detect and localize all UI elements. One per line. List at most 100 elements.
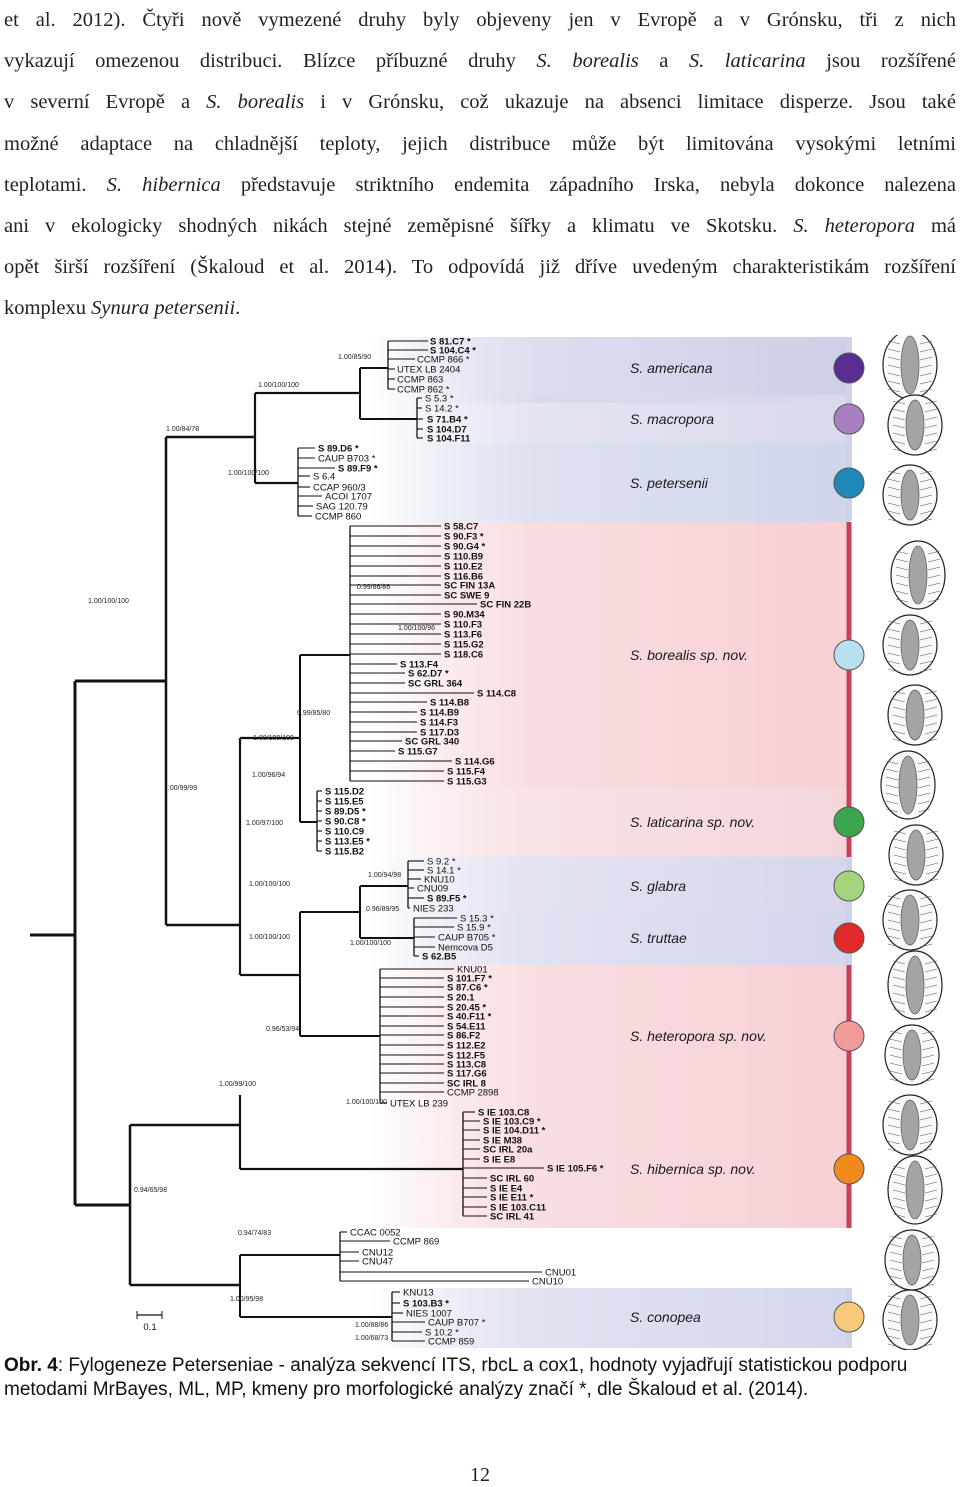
- text-line: v severní Evropě a S. borealis i v Gróns…: [4, 91, 956, 114]
- tip-label: Nemcova D5: [438, 943, 493, 954]
- tip-label: S 5.3 *: [425, 394, 454, 405]
- tip-label: S 110.E2: [444, 562, 483, 573]
- support-value: 1.00/100/100: [350, 940, 391, 947]
- tip-label: NIES 233: [413, 904, 454, 915]
- tip-label: S 90.C8 *: [325, 817, 366, 828]
- text-line: komplexu Synura petersenii.: [4, 297, 241, 320]
- clade-bands: [370, 337, 850, 1348]
- tip-label: SC FIN 13A: [444, 581, 495, 592]
- support-value: 1.00/96/94: [252, 772, 285, 779]
- tip-label: CCMP 2898: [447, 1088, 499, 1099]
- text-line: et al. 2012). Čtyři nově vymezené druhy …: [4, 9, 956, 31]
- tip-label: S 114.B8: [430, 698, 469, 709]
- tip-label: S 112.F5: [447, 1051, 486, 1062]
- tip-label: S 90.G4 *: [444, 542, 485, 553]
- tip-label: S 113.C8: [447, 1060, 486, 1071]
- tip-label: S 113.F6: [444, 630, 482, 641]
- tip-label: CNU12: [362, 1248, 393, 1259]
- figure-caption: Obr. 4: Fylogeneze Peterseniae - analýza…: [4, 1354, 956, 1401]
- support-values: 1.00/85/901.00/100/1001.00/84/781.00/100…: [88, 354, 435, 1342]
- tip-label: CCAC 0052: [350, 1228, 401, 1239]
- tip-label: NIES 1007: [406, 1309, 452, 1320]
- tip-label: S 104.D7: [427, 425, 467, 436]
- clade-dot: [833, 1301, 865, 1333]
- tip-label: S 62.D7 *: [408, 669, 449, 680]
- tip-label: S 15.9 *: [457, 923, 491, 934]
- tip-label: S 116.B6: [444, 572, 483, 583]
- tip-label: CCMP 869: [393, 1237, 439, 1248]
- text-line: možné adaptace na chladnější teploty, je…: [4, 132, 956, 155]
- clade-label: S. laticarina sp. nov.: [630, 814, 755, 830]
- cell-drawing: [882, 464, 938, 526]
- clade-label: S. heteropora sp. nov.: [630, 1028, 767, 1044]
- clade-dot: [833, 806, 865, 838]
- support-value: 0.96/89/95: [366, 906, 399, 913]
- support-value: 1.00/88/86: [355, 1322, 388, 1329]
- tip-label: S IE 104.D11 *: [483, 1126, 546, 1137]
- tip-label: S 117.G6: [447, 1069, 487, 1080]
- tip-label: SAG 120.79: [316, 502, 368, 513]
- text-line: teplotami. S. hibernica představuje stri…: [4, 173, 956, 196]
- tip-labels: S 81.C7 *S 104.C4 *CCMP 866 *UTEX LB 240…: [313, 337, 604, 1348]
- support-value: 0.99/86/86: [357, 584, 390, 591]
- cell-drawing: [882, 335, 938, 400]
- support-value: 1.00/100/100: [228, 470, 269, 477]
- tip-label: S 86.F2: [447, 1031, 480, 1042]
- clade-band: [370, 395, 850, 443]
- clade-band: [370, 337, 850, 403]
- tip-label: CCMP 862 *: [397, 385, 450, 396]
- tip-label: CCMP 860: [315, 512, 361, 523]
- support-value: 0.94/65/98: [134, 1187, 167, 1194]
- clade-dot: [833, 467, 865, 499]
- cell-drawing: [882, 1094, 938, 1156]
- clade-label: S. americana: [630, 360, 713, 376]
- tip-label: CNU01: [545, 1268, 576, 1279]
- tip-label: S IE 105.F6 *: [547, 1164, 604, 1175]
- tip-label: S 40.F11 *: [447, 1012, 492, 1023]
- tip-label: S 89.D6 *: [318, 444, 359, 455]
- tip-label: KNU10: [424, 875, 455, 886]
- tip-label: S 54.E11: [447, 1022, 486, 1033]
- support-value: 0.99/85/80: [297, 710, 330, 717]
- cell-drawing: [887, 950, 943, 1020]
- support-value: 1.00/97/100: [246, 820, 283, 827]
- tip-label: SC IRL 20a: [483, 1145, 533, 1156]
- support-value: 1.00/84/78: [166, 426, 199, 433]
- tip-label: SC FIN 22B: [480, 600, 531, 611]
- clade-band: [370, 1288, 850, 1348]
- cell-drawing: [882, 1289, 938, 1350]
- clade-dot: [833, 403, 865, 435]
- text-line: vykazují omezenou distribuci. Blízce pří…: [4, 50, 957, 73]
- tip-label: S 118.C6: [444, 650, 483, 661]
- support-value: 1.00/68/73: [355, 1335, 388, 1342]
- tip-label: KNU01: [457, 965, 488, 976]
- tip-label: S 81.C7 *: [430, 337, 471, 348]
- tip-label: ACOI 1707: [325, 492, 372, 503]
- clade-dots: [833, 352, 865, 1333]
- cell-drawing: [888, 824, 944, 886]
- clade-label: S. macropora: [630, 411, 714, 427]
- tip-label: SC IRL 8: [447, 1079, 486, 1090]
- tip-label: S 90.M34: [444, 610, 485, 621]
- tip-label: S 110.B9: [444, 552, 483, 563]
- tip-label: S 89.F9 *: [338, 464, 378, 475]
- clade-dot: [833, 1153, 865, 1185]
- clade-band: [370, 443, 850, 522]
- tip-label: CCMP 863: [397, 375, 443, 386]
- tip-label: CAUP B705 *: [438, 933, 496, 944]
- support-value: 1.00/100/96: [398, 625, 435, 632]
- tip-label: S 14.1 *: [427, 866, 461, 877]
- tip-label: S 115.E5: [325, 797, 364, 808]
- cell-drawing: [890, 540, 946, 610]
- tip-label: S 114.B9: [420, 708, 459, 719]
- cell-drawing: [887, 1155, 943, 1225]
- clade-label: S. borealis sp. nov.: [630, 647, 748, 663]
- clade-band: [370, 1105, 850, 1228]
- tip-label: S IE 103.C8: [478, 1108, 529, 1119]
- tip-label: S 10.2 *: [425, 1328, 459, 1339]
- tip-label: CNU10: [532, 1277, 563, 1288]
- tip-label: S 117.D3: [420, 728, 459, 739]
- caption-label: Obr. 4: [4, 1355, 58, 1376]
- tip-label: S 110.F3: [444, 620, 482, 631]
- cell-drawing: [887, 684, 943, 746]
